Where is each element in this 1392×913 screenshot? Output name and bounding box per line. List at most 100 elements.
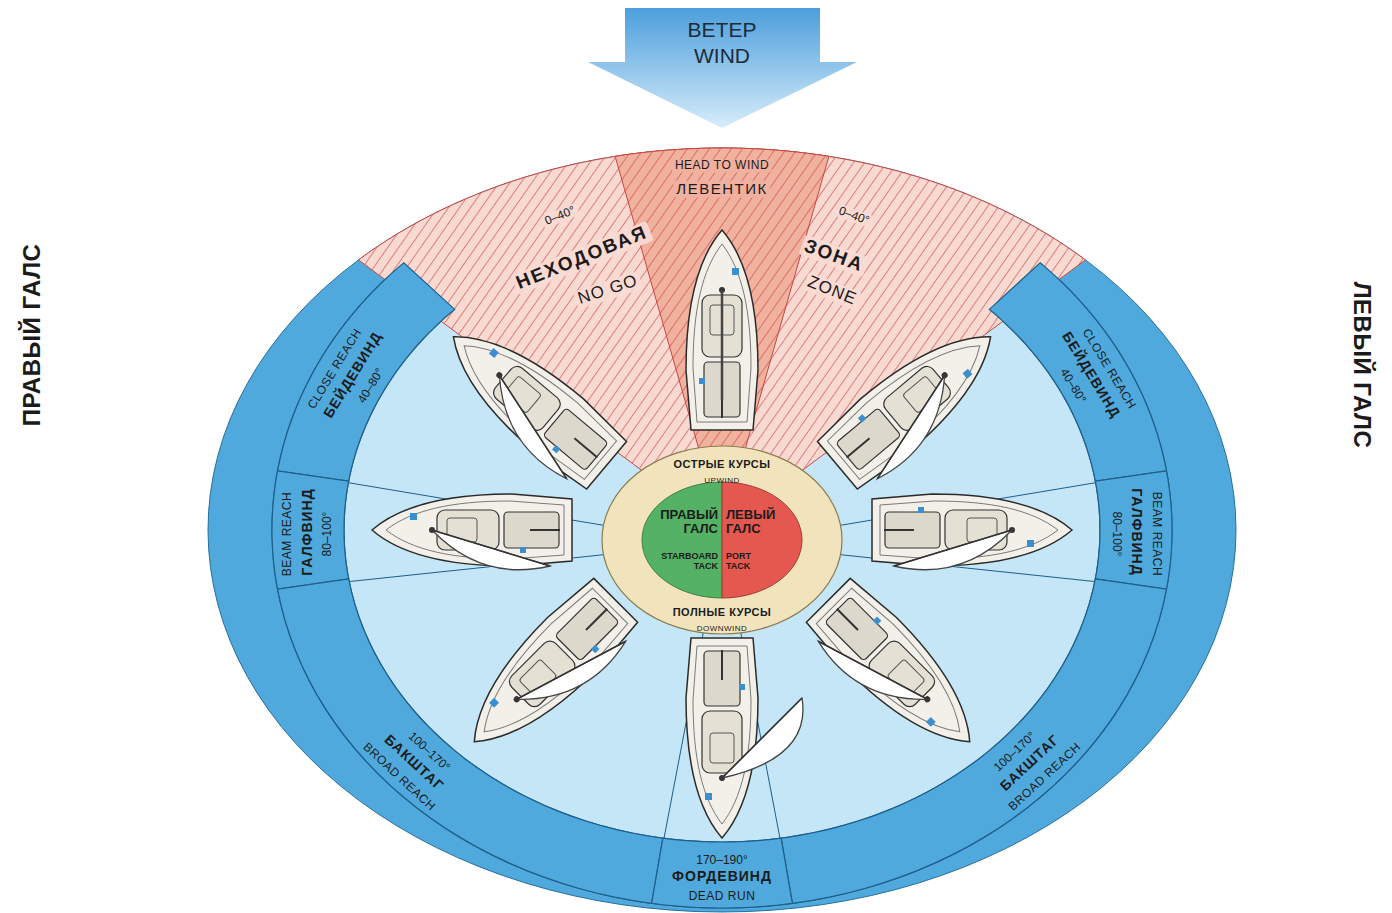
cabin (437, 510, 499, 550)
deck-line (693, 244, 751, 422)
deck-line (825, 324, 999, 483)
tiller (586, 609, 607, 630)
course-ring (602, 446, 842, 634)
sail-label: HEAD TO WIND (672, 159, 772, 172)
sail-label: CLOSE REACH (306, 326, 365, 411)
node-outline (722, 482, 802, 598)
mainsail (894, 530, 1012, 570)
cabin-top (710, 305, 734, 335)
mainsail (722, 698, 803, 778)
luffing-sail (721, 290, 724, 400)
cabin-top (887, 659, 925, 697)
sail-label: ПРАВЫЙ ГАЛС (660, 508, 718, 537)
sail-label: BEAM REACH (1150, 492, 1163, 576)
boom (854, 375, 968, 478)
cabin-top (447, 518, 477, 542)
sail-label: БАКШТАГ (382, 732, 447, 794)
sector-line (741, 633, 793, 904)
cockpit (555, 597, 619, 661)
sail-label: BROAD REACH (361, 741, 438, 814)
cabin-top (967, 518, 997, 542)
sail-label: UPWIND (704, 477, 739, 486)
deck-line (813, 585, 980, 752)
tiller (721, 388, 723, 418)
cabin-top (710, 733, 734, 763)
tiller (884, 529, 914, 531)
sail-label: ГАЛФВИНД (1128, 488, 1143, 575)
hatch (1027, 540, 1034, 547)
sector-line (841, 555, 1167, 589)
yacht (814, 309, 1016, 496)
mainsail (816, 616, 928, 728)
arrow-shape (588, 8, 857, 128)
yacht (428, 309, 630, 496)
hatch (520, 547, 526, 553)
sail-label: БАКШТАГ (997, 732, 1062, 794)
sector-line (278, 555, 604, 589)
sail-label: ЗОНА (799, 235, 870, 278)
deck-line (693, 646, 751, 824)
sail-label: 80–100° (322, 512, 335, 557)
cockpit (885, 512, 940, 548)
tiller (574, 438, 597, 457)
node-outline (588, 8, 857, 130)
sail-label: 0–40° (540, 203, 580, 229)
yacht (372, 494, 572, 570)
sail-label: NO GO (573, 271, 643, 310)
band-segment (1095, 471, 1172, 589)
cabin (506, 638, 578, 710)
cabin (866, 638, 938, 710)
cabin (880, 363, 953, 433)
outer-ring (208, 148, 1236, 912)
mast (495, 371, 503, 379)
band-segment (272, 471, 349, 589)
sail-label: 170–190° (696, 854, 748, 867)
hatch (591, 645, 599, 653)
cabin-top (519, 659, 557, 697)
cabin (945, 510, 1007, 550)
boom (432, 530, 550, 566)
sail-label: 100–170° (991, 730, 1038, 775)
cockpit (543, 408, 608, 471)
sector-hatch (615, 148, 829, 530)
sail-label: 40–80° (1057, 366, 1088, 405)
band-segment (989, 263, 1166, 481)
boom (894, 530, 1012, 566)
node-outline (602, 446, 842, 634)
hatch (926, 717, 936, 727)
sail-label: БЕЙДЕВИНД (1059, 330, 1123, 422)
hull (872, 494, 1072, 566)
hull (372, 494, 572, 566)
cockpit (704, 651, 740, 706)
cabin-top (503, 376, 541, 414)
hull (803, 575, 995, 767)
port-half: ЛЕВЫЙ ГАЛСPORT TACK (722, 482, 802, 598)
hull (686, 230, 758, 430)
hatch (732, 268, 739, 275)
mast (719, 287, 725, 293)
boom (722, 698, 802, 778)
wind-arrow: ВЕТЕРWIND (588, 8, 857, 130)
sail-label: BEAM REACH (281, 492, 294, 576)
yacht (872, 494, 1072, 570)
cockpit (825, 597, 889, 661)
sail-label: ФОРДЕВИНД (672, 869, 772, 884)
center-circle: ОСТРЫЕ КУРСЫUPWINDПОЛНЫЕ КУРСЫDOWNWINDПР… (602, 446, 842, 634)
cockpit (704, 362, 740, 417)
cockpit (504, 512, 559, 548)
mast (940, 371, 948, 379)
zone-fill (359, 148, 1086, 530)
